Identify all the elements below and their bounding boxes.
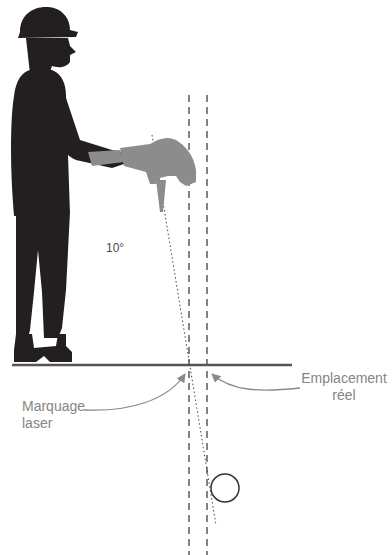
tilt-line (152, 135, 216, 525)
angle-label: 10° (106, 241, 124, 255)
locator-device (88, 138, 196, 212)
leader-arrow (84, 374, 185, 410)
ground-line (12, 364, 292, 367)
pipe-circle (211, 474, 239, 502)
leader-arrow (212, 374, 300, 390)
callout-label: Emplacement réel (299, 370, 389, 404)
callout-label: Marquage laser (22, 398, 92, 432)
real-line (206, 95, 207, 555)
person-silhouette (11, 7, 124, 362)
